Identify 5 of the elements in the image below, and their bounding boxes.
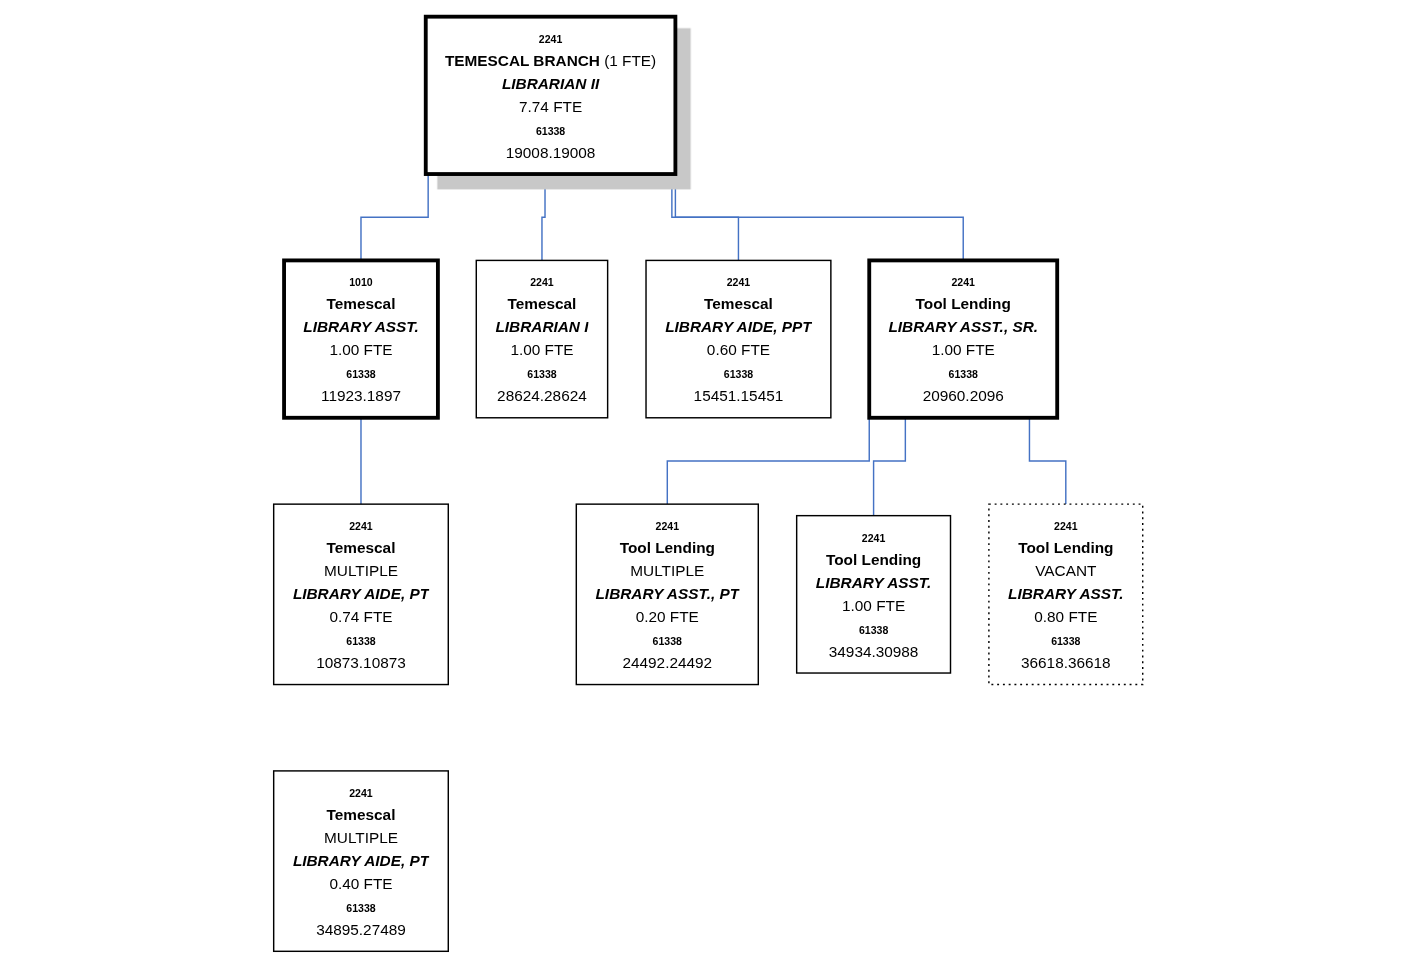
node-box: 2241 TEMESCAL BRANCH (1 FTE) LIBRARIAN II 7.74 FTE 61338 19008.19008 bbox=[423, 14, 678, 176]
node-box: 2241 Temescal LIBRARIAN I 1.00 FTE 61338 28624.28624 bbox=[475, 259, 609, 418]
node-box: 2241 Tool Lending LIBRARY ASST., SR. 1.00 FTE 61338 20960.2096 bbox=[867, 258, 1059, 420]
node-box: 2241 Tool Lending LIBRARY ASST. 1.00 FTE 61338 34934.30988 bbox=[795, 514, 951, 674]
node-box: 1010 Temescal LIBRARY ASST. 1.00 FTE 61338 11923.1897 bbox=[281, 258, 440, 420]
